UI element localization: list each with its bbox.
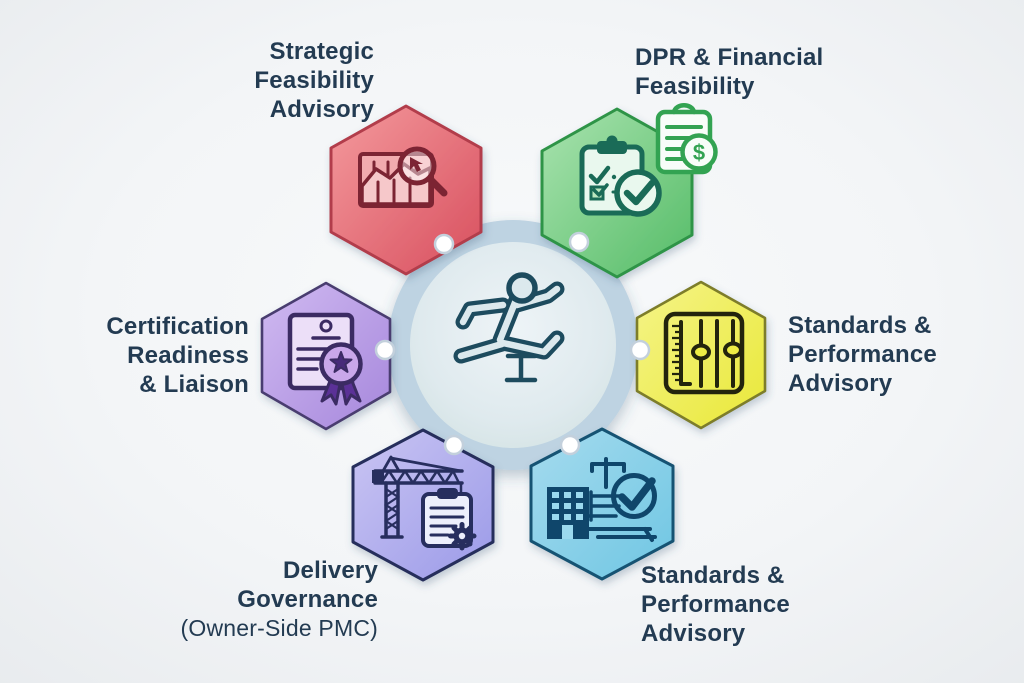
label-line: Advisory	[641, 620, 746, 647]
label-line: DPR & Financial	[635, 44, 824, 71]
connector-dot	[443, 434, 465, 456]
dollar-glyph: $	[693, 140, 705, 165]
label-standards-performance-advisory-bottom: Standards & Performance Advisory	[641, 561, 790, 648]
connector-dot	[568, 231, 590, 253]
connector-dots	[374, 231, 651, 456]
crane-clipboard-icon	[372, 455, 477, 551]
label-line: Performance	[788, 341, 937, 368]
label-line: Delivery	[283, 557, 378, 584]
label-line: Governance	[237, 586, 378, 613]
label-standards-performance-advisory-right: Standards & Performance Advisory	[788, 311, 937, 398]
label-line: Feasibility	[635, 73, 755, 100]
label-line: Certification	[106, 313, 249, 340]
label-certification-readiness-liaison: Certification Readiness & Liaison	[106, 312, 249, 399]
label-line: Standards &	[641, 562, 785, 589]
hexagon-standards-performance-advisory-right	[635, 280, 767, 430]
label-line: Readiness	[127, 342, 249, 369]
label-line: Strategic	[269, 38, 374, 65]
hexagon-certification-readiness-liaison	[260, 281, 392, 431]
financial-document-icon: $	[655, 103, 718, 175]
hexagon-strategic-feasibility-advisory	[329, 104, 483, 276]
hexagon-delivery-governance	[351, 428, 495, 582]
label-delivery-governance: Delivery Governance (Owner-Side PMC)	[181, 556, 378, 643]
center-circle	[388, 220, 638, 470]
label-line: Performance	[641, 591, 790, 618]
connector-dot	[374, 339, 396, 361]
hexagon-standards-performance-advisory-bottom	[529, 427, 675, 581]
gear-icon	[448, 522, 477, 551]
label-line: Advisory	[269, 96, 374, 123]
label-dpr-financial-feasibility: DPR & Financial Feasibility	[635, 43, 823, 101]
connector-dot	[433, 233, 455, 255]
label-strategic-feasibility-advisory: Strategic Feasibility Advisory	[254, 37, 374, 124]
checklist-clipboard-icon	[579, 135, 662, 217]
sliders-icon	[663, 311, 745, 395]
chart-magnifier-icon	[358, 146, 448, 208]
label-line: (Owner-Side PMC)	[180, 615, 378, 641]
connector-dot	[559, 434, 581, 456]
connector-dot	[629, 339, 651, 361]
label-line: Advisory	[788, 370, 893, 397]
certificate-icon	[287, 312, 363, 406]
hurdler-icon	[453, 272, 565, 383]
label-line: Standards &	[788, 312, 932, 339]
building-check-icon	[547, 457, 657, 542]
label-line: & Liaison	[139, 371, 249, 398]
label-line: Feasibility	[254, 67, 374, 94]
